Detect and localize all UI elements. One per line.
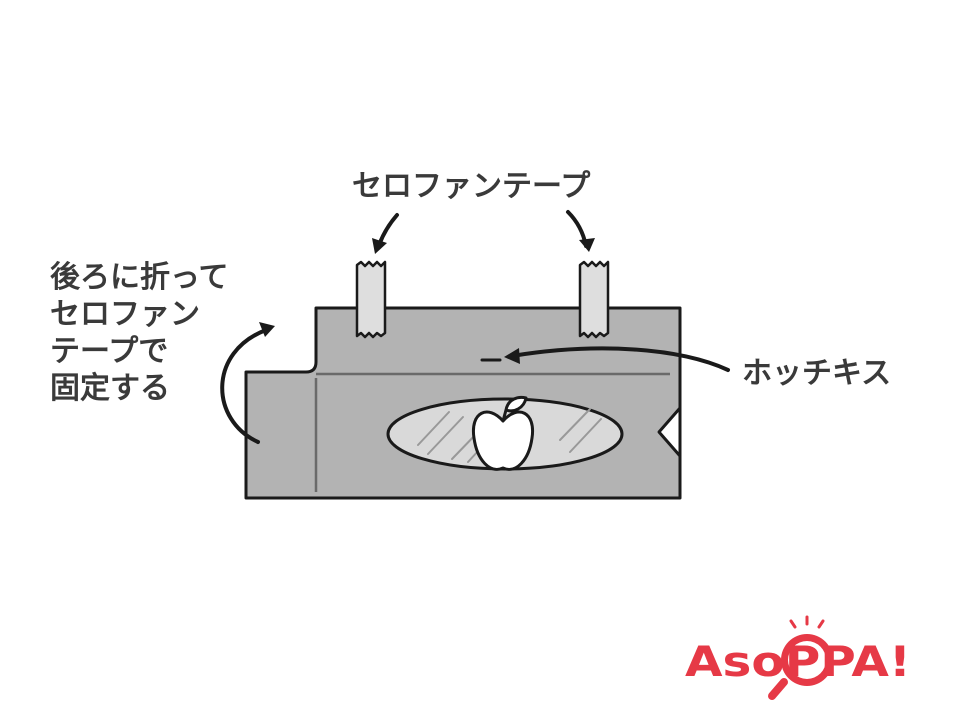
label-fold-back-line: 後ろに折って <box>50 260 229 295</box>
label-fold-back-line: セロファン <box>50 297 200 332</box>
arrowhead-stapler <box>504 348 520 364</box>
arrowhead-fold-back <box>259 322 275 337</box>
arrowhead-tape-left <box>372 238 387 254</box>
label-fold-back: 後ろに折って セロファン テープで 固定する <box>50 259 229 407</box>
logo-magnifier-icon <box>768 615 833 700</box>
right-notch <box>657 406 682 458</box>
apple-icon <box>471 395 535 471</box>
tape-strip-left <box>355 260 387 339</box>
asoppa-logo: AsoPPA! <box>685 615 911 700</box>
arrowhead-tape-right <box>579 238 595 252</box>
label-fold-back-line: テープで <box>50 334 169 369</box>
arrow-fold-back <box>220 328 268 444</box>
label-stapler: ホッチキス <box>742 356 892 391</box>
label-fold-back-line: 固定する <box>50 371 170 406</box>
label-cellophane-tape: セロファンテープ <box>352 169 591 204</box>
arrow-stapler <box>510 346 730 372</box>
logo-text: AsoPPA! <box>685 637 911 686</box>
tape-strip-right <box>578 260 610 339</box>
